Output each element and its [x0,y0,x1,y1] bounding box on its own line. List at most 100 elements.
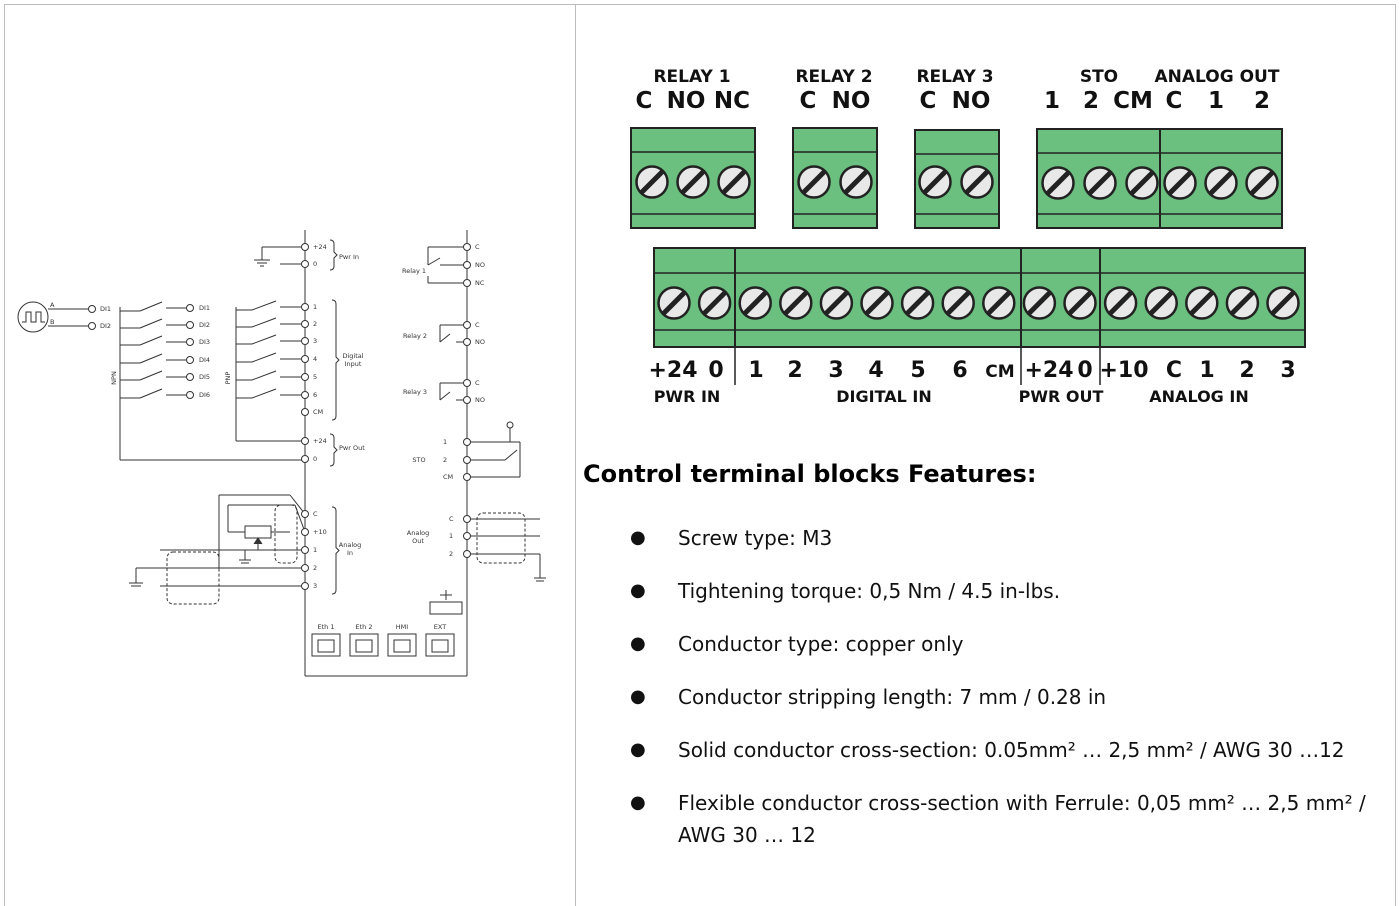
terminal-circle [301,303,309,311]
terminal-label: 1 [313,546,317,554]
pin-label: NO [832,88,871,114]
terminal-label: 5 [313,373,317,381]
terminal-label: +10 [313,528,327,536]
terminal-circle [186,356,194,364]
terminal-label: Pwr In [339,253,359,261]
pin-label: 6 [952,358,967,383]
terminal-circle [186,304,194,312]
terminal-label: Eth 1 [318,623,335,631]
terminal-label: 0 [313,455,317,463]
terminal-circle [301,373,309,381]
brace [329,433,338,467]
npn-label: NPN [110,371,118,385]
features-title: Control terminal blocks Features: [583,460,1037,488]
switch-blade [251,370,277,381]
feature-text: Screw type: M3 [678,526,833,550]
pin-label: 2 [787,358,802,383]
screw-slot [801,169,827,195]
pin-label: 4 [868,358,883,383]
pin-label: C [1166,358,1182,383]
group-label: Analog [339,541,361,549]
terminal-circle [186,373,194,381]
terminal-label: 1 [449,532,453,540]
bullet-icon: ● [630,686,646,707]
pin-label: 3 [1280,358,1295,383]
feature-item: ● Conductor stripping length: 7 mm / 0.28… [630,681,1380,713]
terminal-label: Relay 3 [403,388,427,396]
terminal-label: 2 [313,564,317,572]
terminal-label: C [449,515,454,523]
pin-label: NO [952,88,991,114]
feature-text: Conductor type: copper only [678,632,964,656]
terminal-label: DI4 [199,356,210,364]
terminal-circle [301,408,309,416]
terminal-label: Pwr Out [339,444,365,452]
terminal-circle [301,546,309,554]
switch-blade [139,388,163,399]
pin-label: 1 [1044,88,1060,114]
screw-slot [904,290,931,316]
pin-label: 1 [1199,358,1214,383]
bullet-icon: ● [630,792,646,813]
bullet-icon: ● [630,633,646,654]
screw-slot [1148,290,1174,316]
terminal-label: 3 [313,582,317,590]
block-title: STO [1080,67,1118,87]
screw-slot [639,169,665,195]
feature-text: Conductor stripping length: 7 mm / 0.28 … [678,685,1107,709]
screw-slot [1129,170,1155,196]
pin-label: 1 [748,358,763,383]
pin-label: 2 [1239,358,1254,383]
terminal-circle [463,515,471,523]
switch-blade [251,352,277,363]
terminal-label: C [475,379,480,387]
switch-blade [139,318,163,329]
terminal-label: C [475,243,480,251]
screw-slot [1249,170,1275,196]
terminal-label: 1 [313,303,317,311]
terminal-label: C [475,321,480,329]
terminal-label: 2 [449,550,453,558]
terminal-label: 6 [313,391,317,399]
screw-slot [1189,290,1215,316]
terminal-circle [463,261,471,269]
screw-slot [1067,290,1093,316]
terminal-circle [88,305,96,313]
group-label: ANALOG IN [1149,387,1248,406]
terminal-label: 3 [313,337,317,345]
terminal-label: B [50,318,54,326]
terminal-circle [463,473,471,481]
terminal-label: 1 [443,438,447,446]
terminal-label: 4 [313,355,317,363]
pin-label: 0 [708,358,723,383]
terminal-circle [301,582,309,590]
terminal-circle [301,355,309,363]
terminal-label: NO [475,261,485,269]
screw-slot [680,169,706,195]
switch-blade [139,370,163,381]
brace [331,506,340,595]
terminal-circle [463,279,471,287]
terminal-circle [463,379,471,387]
screw-slot [1107,290,1134,316]
screw-slot [1229,290,1256,316]
pin-label: 0 [1077,358,1092,383]
terminal-label: NO [475,338,485,346]
group-label: Out [412,537,424,545]
terminal-circle [88,322,96,330]
pin-label: CM [985,362,1014,382]
pin-label: C [920,88,937,114]
terminal-label: NC [475,279,485,287]
switch-blade [251,388,277,399]
switch-blade [139,353,163,364]
terminal-circle [463,438,471,446]
screw-slot [721,169,747,195]
pin-label: 2 [1254,88,1270,114]
pin-label: 5 [910,358,925,383]
screw-slot [1167,170,1193,196]
terminal-label: 0 [313,260,317,268]
block-title: ANALOG OUT [1155,67,1280,87]
group-label: PWR OUT [1019,387,1104,406]
switch-blade [251,334,277,345]
